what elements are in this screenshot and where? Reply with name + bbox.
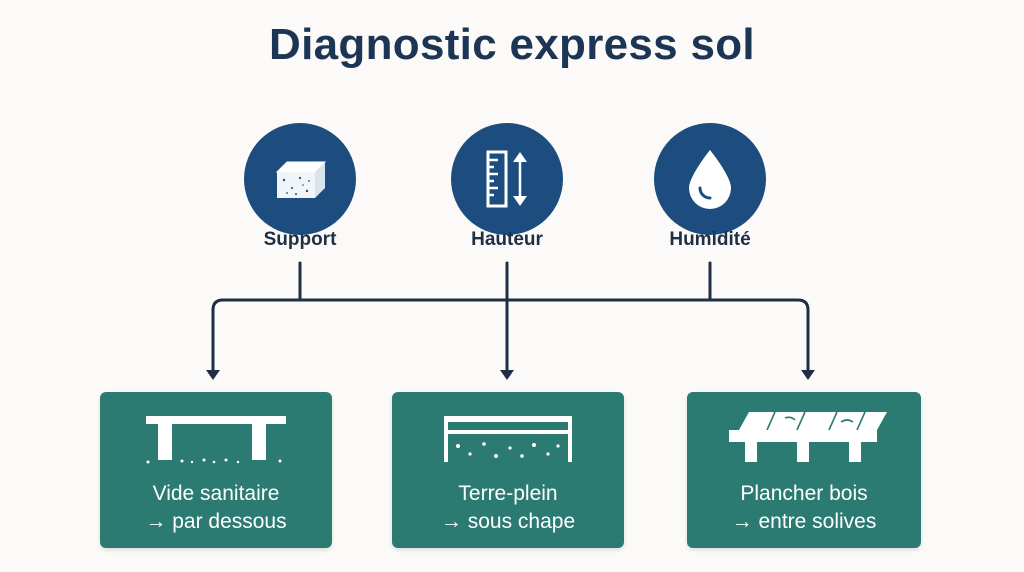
- outcome-card-terre-plein: Terre-plein → sous chape: [392, 392, 624, 548]
- crawlspace-icon: [146, 416, 286, 464]
- outcome-action: → sous chape: [440, 510, 576, 533]
- connector-horizontal-bus: [211, 298, 810, 374]
- outcome-action: → par dessous: [145, 510, 287, 533]
- wood-floor-joists-icon: [729, 411, 887, 462]
- water-drop-icon: [689, 150, 731, 209]
- arrow-to-vide-sanitaire: [206, 370, 220, 380]
- outcome-title: Terre-plein: [458, 482, 558, 505]
- concrete-block-icon: [275, 161, 327, 198]
- outcome-title: Plancher bois: [740, 482, 868, 505]
- factor-humidite-label: Humidité: [669, 229, 751, 250]
- outcome-card-plancher-bois: Plancher bois → entre solives: [687, 392, 921, 548]
- arrow-to-plancher-bois: [801, 370, 815, 380]
- factor-humidite-circle: [654, 123, 766, 235]
- ruler-height-icon: [486, 150, 527, 208]
- factor-support-circle: [244, 123, 356, 235]
- factor-support-label: Support: [263, 229, 337, 250]
- arrow-to-terre-plein: [500, 370, 514, 380]
- factor-hauteur-label: Hauteur: [471, 229, 543, 250]
- outcome-title: Vide sanitaire: [152, 482, 280, 505]
- outcome-action: → entre solives: [731, 510, 877, 533]
- factor-hauteur-circle: [451, 123, 563, 235]
- slab-on-grade-icon: [444, 416, 572, 462]
- page-title: Diagnostic express sol: [269, 20, 755, 69]
- outcome-card-vide-sanitaire: Vide sanitaire → par dessous: [100, 392, 332, 548]
